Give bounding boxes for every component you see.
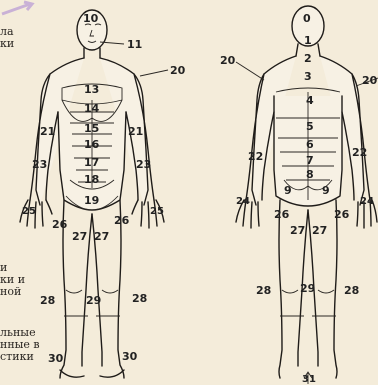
back-label-hand-left: 24	[236, 196, 250, 207]
front-label-neck-pointer: 11	[127, 38, 142, 51]
front-label-arm-right: 21	[128, 125, 143, 138]
back-label-back7: 7	[306, 154, 314, 167]
back-label-back4: 4	[306, 94, 314, 107]
back-label-thigh-inner-right: 27	[312, 224, 327, 237]
front-label-thigh-inner-left: 27	[72, 230, 87, 243]
back-label-arm-pointer-left: 20	[220, 54, 236, 67]
front-label-foot-left: 30	[48, 352, 64, 365]
front-label-leg-left: 28	[40, 294, 55, 307]
back-label-feet: 31	[302, 374, 316, 385]
front-label-chest: 14	[84, 102, 100, 115]
front-label-knee: 29	[86, 294, 101, 307]
back-label-thigh-right: 26	[334, 208, 350, 221]
back-label-upper-back: 2	[304, 52, 312, 65]
front-label-thigh-outer-left: 26	[52, 218, 68, 231]
back-label-glute-left: 9	[284, 184, 292, 197]
front-label-hypogastric: 18	[84, 173, 99, 186]
back-label-leg-left: 28	[256, 284, 271, 297]
front-label-hand-left: 25	[22, 206, 36, 217]
back-label-hand-right: 24	[360, 196, 374, 207]
front-label-forearm-left: 23	[32, 158, 47, 171]
front-label-hand-right: 25	[150, 206, 164, 217]
back-label-back5: 5	[306, 120, 314, 133]
front-label-foot-right: 30	[122, 350, 138, 363]
back-label-neck: 1	[304, 34, 312, 47]
back-label-back6: 6	[306, 138, 314, 151]
back-label-glute-right: 9	[322, 184, 330, 197]
front-label-head: 10	[83, 12, 99, 25]
front-label-abd: 17	[84, 156, 99, 169]
back-label-knee: 29	[300, 282, 315, 295]
front-label-thigh-inner-right: 27	[94, 230, 109, 243]
back-label-arm-left: 22	[248, 150, 263, 163]
front-label-chest-upper: 13	[84, 83, 99, 96]
front-label-arm-left: 21	[40, 125, 55, 138]
back-label-scapula: 3	[304, 70, 312, 83]
back-label-arm-right: 22	[352, 146, 367, 159]
back-label-leg-right: 28	[344, 284, 359, 297]
front-label-thigh-outer-right: 26	[114, 214, 130, 227]
front-label-arm-pointer: 20	[170, 64, 186, 77]
back-label-thigh-inner-left: 27	[290, 224, 305, 237]
front-label-leg-right: 28	[132, 292, 147, 305]
front-label-abd-mid: 16	[84, 138, 100, 151]
back-label-head: 0	[303, 12, 311, 25]
front-label-forearm-right: 23	[136, 158, 151, 171]
front-label-abd-upper: 15	[84, 122, 99, 135]
back-label-thigh-left: 26	[274, 208, 290, 221]
back-label-lumbar: 8	[306, 168, 314, 181]
back-label-arm-pointer-right: 20	[362, 74, 378, 87]
front-label-pelvis: 19	[84, 194, 99, 207]
